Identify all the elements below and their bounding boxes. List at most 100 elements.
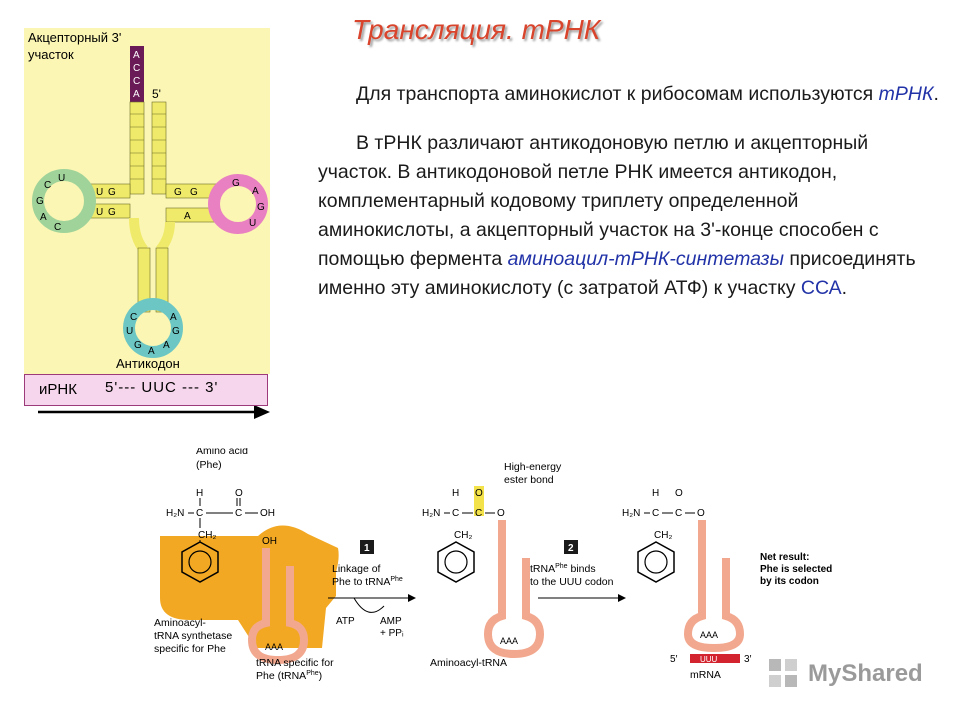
net-result-label-3: by its codon	[760, 576, 819, 587]
aminoacyl-trna-label: Aminoacyl-tRNA	[430, 657, 507, 669]
step-1-label-2: Phe to tRNAPhe	[332, 576, 403, 588]
step-2-label-1: tRNAPhe binds	[530, 563, 596, 575]
acceptor-letter: C	[133, 76, 140, 87]
ch2-group: CH₂	[454, 530, 472, 541]
phenyl-ring	[437, 541, 475, 583]
codon-bound-trna: H O H₂N C C O CH₂ AAA UUU 5′ 3′ mRNA	[622, 488, 752, 681]
step-2: 2 tRNAPhe binds to the UUU codon	[530, 540, 626, 602]
high-energy-label-1: High-energy	[504, 461, 562, 473]
amino-acid-label: Amino acid	[196, 448, 248, 457]
trna-phe-uncharged: OH AAA	[247, 536, 309, 665]
step-1-label-1: Linkage of	[332, 563, 381, 575]
p2-text-1: В тРНК различают антикодоновую петлю и а…	[318, 132, 879, 270]
anticodon-loop-base: G	[172, 326, 180, 337]
p1-text: Для транспорта аминокислот к рибосомам и…	[356, 83, 879, 105]
aminoacyl-trna: High-energy ester bond H O H₂N C C O CH₂…	[422, 461, 562, 669]
right-loop-base: G	[232, 178, 240, 189]
p2-text-2: присоединять именно эту аминокислоту (с …	[318, 248, 916, 299]
left-loop-base: G	[36, 196, 44, 207]
step-2-label-2: to the UUU codon	[530, 576, 614, 588]
acceptor-letter: C	[133, 63, 140, 74]
carboxyl-carbon: C	[235, 508, 242, 519]
acceptor-letter: A	[133, 50, 140, 61]
acceptor-letter: A	[133, 89, 140, 100]
paragraph-2: В тРНК различают антикодоновую петлю и а…	[318, 129, 940, 303]
paragraph-1: Для транспорта аминокислот к рибосомам и…	[318, 80, 940, 109]
anticodon-loop-base: A	[170, 312, 177, 323]
right-loop-base: A	[252, 186, 259, 197]
mrna-strand	[690, 654, 740, 663]
trna-anticodon-aaa: AAA	[265, 642, 283, 652]
ppi-label: + PPᵢ	[380, 628, 404, 639]
synthetase-label-1: Aminoacyl-	[154, 617, 206, 629]
o-atom: O	[235, 488, 243, 499]
mrna-direction-arrowhead	[254, 405, 270, 419]
anticodon-loop-base: A	[148, 346, 155, 357]
synthetase-label-3: specific for Phe	[154, 643, 226, 655]
anticodon-stem	[129, 217, 175, 313]
trna-anticodon-aaa: AAA	[700, 630, 718, 640]
codon-uuu: UUU	[700, 655, 718, 664]
high-energy-label-2: ester bond	[504, 474, 554, 486]
right-stem-base: A	[184, 211, 191, 222]
alpha-carbon: C	[652, 508, 659, 519]
h-atom: H	[196, 488, 203, 499]
carboxyl-carbon: C	[475, 508, 482, 519]
step-1-number: 1	[364, 543, 370, 554]
myshared-logo-icon	[769, 659, 797, 687]
body-text: Для транспорта аминокислот к рибосомам и…	[318, 80, 940, 323]
acceptor-stem	[129, 101, 167, 195]
p1-trna-highlight: тРНК	[878, 83, 934, 105]
right-t-arm: G A G U G G A	[165, 174, 268, 234]
right-stem-base: G	[190, 187, 198, 198]
acceptor-ccca-column: A C C A	[130, 46, 144, 102]
left-d-arm: U C G A C U G U G	[32, 169, 131, 233]
trna-specific-label-2: Phe (tRNAPhe)	[256, 670, 322, 682]
o-atom: O	[675, 488, 683, 499]
phe-label: (Phe)	[196, 459, 222, 471]
mrna-label: mRNA	[690, 669, 721, 681]
left-loop-base: A	[40, 212, 47, 223]
h-atom: H	[652, 488, 659, 499]
five-prime-label: 5'	[152, 87, 161, 101]
left-stem-base: U	[96, 207, 103, 218]
p2-cca-highlight: ССА	[800, 277, 842, 299]
mrna-bar: иРНК 5'--- UUC --- 3'	[24, 374, 268, 406]
anticodon-loop: C U G A A G A	[123, 298, 183, 358]
aminoacylation-diagram: Amino acid (Phe) H O H₂N C C OH CH₂ OH A…	[154, 448, 832, 682]
carboxyl-carbon: C	[675, 508, 682, 519]
p2-end: .	[841, 277, 848, 299]
synthetase-complex: Amino acid (Phe) H O H₂N C C OH CH₂	[160, 448, 339, 648]
phenyl-ring	[181, 541, 219, 583]
mrna-sequence: 5'--- UUC --- 3'	[105, 379, 219, 396]
trna-cloverleaf-diagram: Акцепторный 3' участок 5' A C C A U C G …	[28, 30, 270, 419]
net-result-label-2: Phe is selected	[760, 564, 832, 575]
step-1: 1 Linkage of Phe to tRNAPhe ATP AMP + PP…	[328, 540, 416, 639]
mrna-five-prime: 5′	[670, 654, 678, 665]
alpha-carbon: C	[196, 508, 203, 519]
amp-label: AMP	[380, 616, 402, 627]
mrna-three-prime: 3′	[744, 654, 752, 665]
slide-title: Трансляция. тРНК	[352, 14, 601, 45]
anticodon-loop-base: U	[126, 326, 133, 337]
mrna-label: иРНК	[39, 381, 77, 398]
ester-oxygen: O	[697, 508, 705, 519]
anticodon-loop-base: G	[134, 340, 142, 351]
trna-anticodon-aaa: AAA	[500, 636, 518, 646]
left-loop-base: C	[54, 222, 61, 233]
anticodon-loop-base: C	[130, 312, 137, 323]
ch2-group: CH₂	[654, 530, 672, 541]
step-2-number: 2	[568, 543, 574, 554]
h2n-group: H₂N	[166, 508, 184, 519]
anticodon-label: Антикодон	[116, 356, 180, 371]
h-atom: H	[452, 488, 459, 499]
h2n-group: H₂N	[622, 508, 640, 519]
left-loop-base: C	[44, 180, 51, 191]
right-stem-base: G	[174, 187, 182, 198]
right-loop-base: U	[249, 218, 256, 229]
left-stem-base: G	[108, 207, 116, 218]
trna-diagram-background	[24, 28, 270, 374]
trna-oh-end: OH	[262, 536, 277, 547]
acceptor-label-line2: участок	[28, 47, 74, 62]
myshared-watermark: MyShared	[766, 656, 926, 694]
